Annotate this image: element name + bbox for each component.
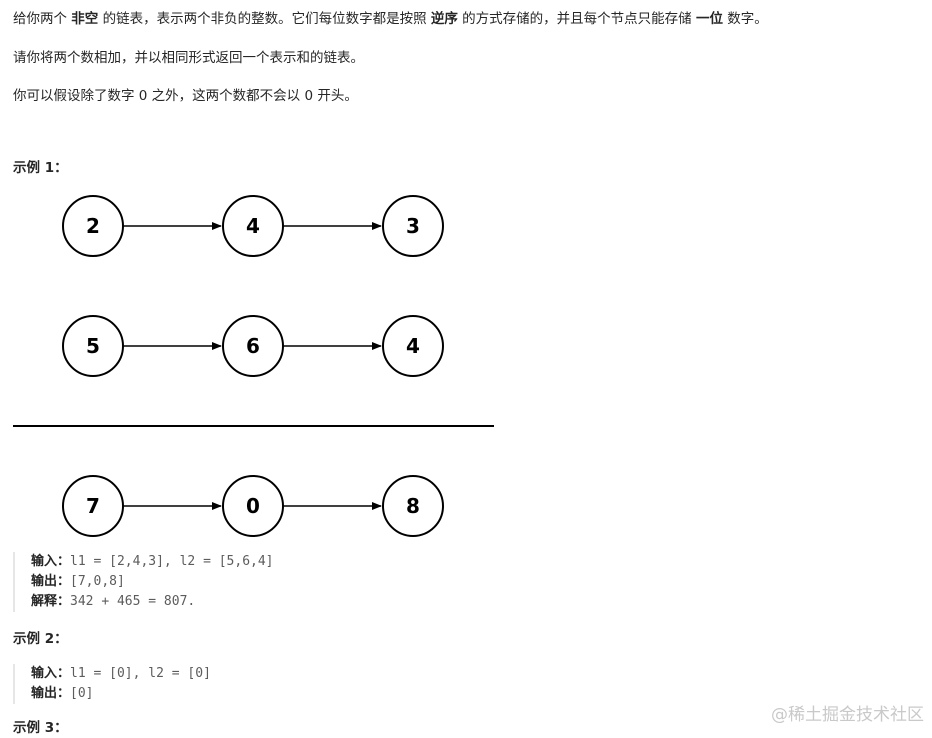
list-node: 6: [222, 315, 284, 377]
result-row: 7 0 8: [62, 475, 444, 537]
problem-description-3: 你可以假设除了数字 0 之外，这两个数都不会以 0 开头。: [13, 88, 358, 104]
explanation-line: 解释：342 + 465 = 807.: [31, 594, 196, 609]
list-node: 4: [222, 195, 284, 257]
list-node: 3: [382, 195, 444, 257]
list2-row: 5 6 4: [62, 315, 444, 377]
svg-text:6: 6: [246, 334, 260, 358]
emphasis-one-digit: 一位: [695, 11, 723, 27]
input-line: 输入：l1 = [2,4,3], l2 = [5,6,4]: [31, 554, 274, 569]
svg-text:7: 7: [86, 494, 100, 518]
example-1-code-block: 输入：l1 = [2,4,3], l2 = [5,6,4] 输出：[7,0,8]…: [13, 552, 274, 612]
list-node: 0: [222, 475, 284, 537]
list-node: 8: [382, 475, 444, 537]
list-node: 2: [62, 195, 124, 257]
example-2-title: 示例 2：: [13, 631, 68, 647]
svg-text:0: 0: [246, 494, 260, 518]
problem-description-1: 给你两个 非空 的链表，表示两个非负的整数。它们每位数字都是按照 逆序 的方式存…: [13, 11, 768, 27]
svg-text:3: 3: [406, 214, 420, 238]
list-node: 7: [62, 475, 124, 537]
input-line: 输入：l1 = [0], l2 = [0]: [31, 666, 211, 681]
problem-description-2: 请你将两个数相加，并以相同形式返回一个表示和的链表。: [13, 50, 364, 66]
list-node: 4: [382, 315, 444, 377]
emphasis-non-empty: 非空: [71, 11, 99, 27]
example-1-title: 示例 1：: [13, 160, 68, 176]
output-line: 输出：[0]: [31, 686, 94, 701]
output-line: 输出：[7,0,8]: [31, 574, 125, 589]
list-node: 5: [62, 315, 124, 377]
svg-text:2: 2: [86, 214, 100, 238]
linked-list-diagram: 2 4 3 5 6 4 7: [13, 195, 494, 537]
list1-row: 2 4 3: [62, 195, 444, 257]
site-watermark: @稀土掘金技术社区: [771, 705, 924, 725]
svg-text:5: 5: [86, 334, 100, 358]
example-2-code-block: 输入：l1 = [0], l2 = [0] 输出：[0]: [13, 664, 211, 704]
svg-text:4: 4: [246, 214, 260, 238]
svg-text:8: 8: [406, 494, 420, 518]
example-3-title: 示例 3：: [13, 720, 68, 736]
emphasis-reverse-order: 逆序: [430, 11, 458, 27]
svg-text:4: 4: [406, 334, 420, 358]
